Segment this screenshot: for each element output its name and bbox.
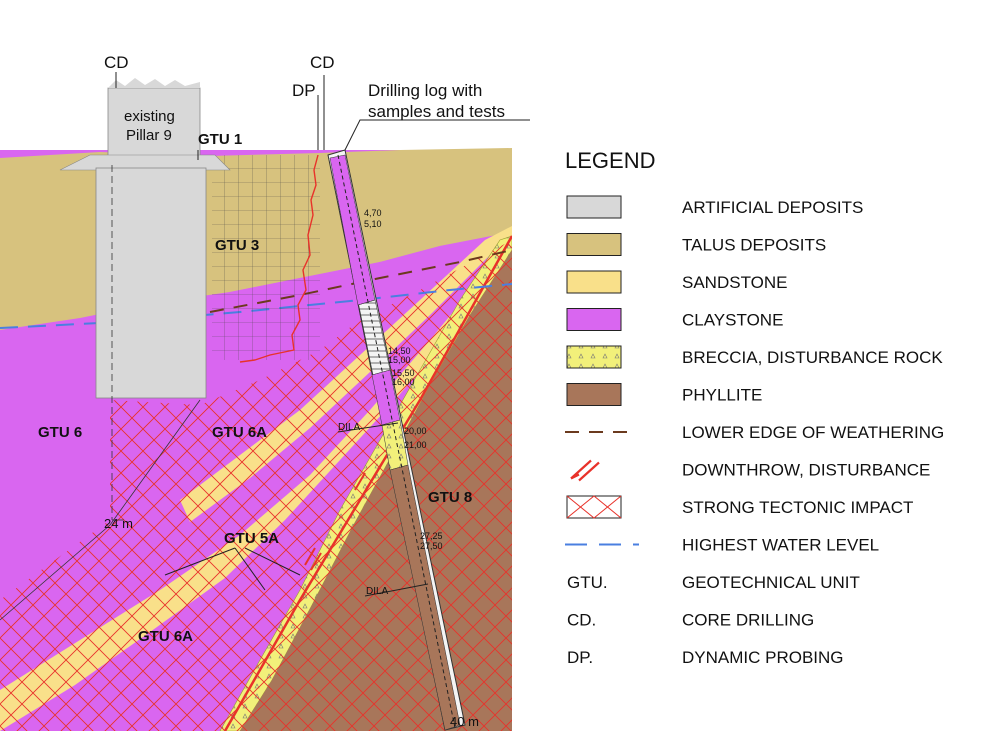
legend-label: LOWER EDGE OF WEATHERING [682,423,944,442]
pillar [59,78,231,521]
legend-item-weathering-line: LOWER EDGE OF WEATHERING [565,423,944,442]
gtu6a-upper-label: GTU 6A [212,424,267,441]
log-annotation: 21,00 [404,440,427,450]
legend-label: TALUS DEPOSITS [682,236,826,255]
legend-item-abbr: GTU. GEOTECHNICAL UNIT [567,573,860,592]
legend-item-artificial: ARTIFICIAL DEPOSITS [566,195,863,219]
dila-lower-label: DILA [366,586,389,597]
log-label-2: samples and tests [368,102,505,121]
dp-probing-curve [239,154,319,363]
log-label-1: Drilling log with [368,81,482,100]
log-annotation: 27,25 [420,531,443,541]
legend-label: BRECCIA, DISTURBANCE ROCK [682,348,943,367]
legend-hatch [566,495,622,519]
legend-item-talus: TALUS DEPOSITS [566,233,826,256]
log-annotation: 15,00 [388,355,411,365]
dila-upper-label: DILA [338,422,361,433]
dp-label: DP [292,81,316,100]
legend-item-abbr: CD. CORE DRILLING [567,611,814,630]
legend-swatch [566,495,622,519]
gtu1-label: GTU 1 [198,131,242,148]
legend-title: LEGEND [565,148,655,173]
legend-swatch [566,345,622,369]
gtu8-label: GTU 8 [428,489,472,506]
log-annotation: 4,70 [364,208,382,218]
legend-item-claystone: CLAYSTONE [566,308,783,331]
legend-label: ARTIFICIAL DEPOSITS [682,198,863,217]
log-annotation: 15,50 [392,368,415,378]
pillar-label-2: Pillar 9 [126,127,172,144]
legend-item-phyllite: PHYLLITE [566,383,762,406]
depth-right-label: 40 m [450,714,479,729]
dila-lower-line [364,583,429,597]
log-annotation: 27,50 [420,541,443,551]
legend-item-tectonic: STRONG TECTONIC IMPACT [566,495,913,519]
log-annotation: 16,00 [392,377,415,387]
fault-line-left [0,399,201,621]
legend-abbr: DP. [567,648,593,667]
legend-item-water-line: HIGHEST WATER LEVEL [565,536,879,555]
legend-abbr: CD. [567,611,596,630]
legend-item-abbr: DP. DYNAMIC PROBING [567,648,844,667]
legend-item-sandstone: SANDSTONE [566,270,788,294]
legend-swatch [566,195,622,219]
gtu5a-label: GTU 5A [224,530,279,547]
cd-right-label: CD [310,53,335,72]
legend: LEGEND ARTIFICIAL DEPOSITS TALUS DEPOSITS… [565,148,944,667]
legend-label: STRONG TECTONIC IMPACT [682,498,913,517]
dp-grid [212,155,320,360]
cd-left-label: CD [104,53,129,72]
legend-item-breccia: BRECCIA, DISTURBANCE ROCK [566,345,943,369]
legend-label: CORE DRILLING [682,611,814,630]
pillar-label-1: existing [124,108,175,125]
legend-label: DYNAMIC PROBING [682,648,844,667]
gtu6-label: GTU 6 [38,424,82,441]
downthrow-marks [304,472,366,571]
log-annotations: 4,70 5,10 14,50 15,00 15,50 16,00 20,00 … [364,208,443,551]
legend-label: HIGHEST WATER LEVEL [682,536,879,555]
gtu3-label: GTU 3 [215,237,259,254]
legend-label: DOWNTHROW, DISTURBANCE [682,461,930,480]
gtu6a-lower-label: GTU 6A [138,628,193,645]
legend-swatch [566,270,622,294]
legend-swatch [566,383,622,406]
legend-swatch [566,233,622,256]
legend-abbr: GTU. [567,573,608,592]
log-annotation: 20,00 [404,426,427,436]
fault-line-main [223,235,512,731]
legend-downthrow-mark [570,459,600,482]
legend-item-downthrow: DOWNTHROW, DISTURBANCE [570,459,930,482]
legend-label: GEOTECHNICAL UNIT [682,573,860,592]
drilling-log [327,149,466,731]
legend-swatch [566,308,622,331]
dila-upper-line [337,422,399,433]
gtu5a-pointers [164,547,301,591]
log-annotation: 14,50 [388,346,411,356]
log-pointer [344,119,530,151]
legend-items: ARTIFICIAL DEPOSITS TALUS DEPOSITS SANDSTO… [565,195,944,667]
legend-label: CLAYSTONE [682,311,783,330]
depth-left-label: 24 m [104,516,133,531]
legend-label: PHYLLITE [682,386,762,405]
log-annotation: 5,10 [364,219,382,229]
legend-label: SANDSTONE [682,273,788,292]
